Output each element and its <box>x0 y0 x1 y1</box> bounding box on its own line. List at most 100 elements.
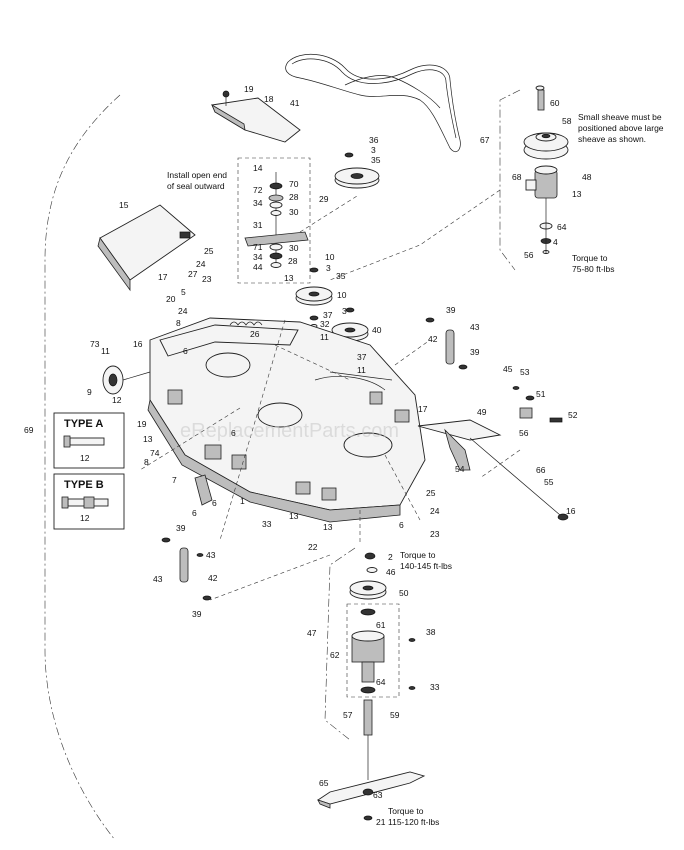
callout: 16 <box>133 339 143 349</box>
torque3-line2: 115-120 ft-lbs <box>388 817 439 827</box>
callout: 56 <box>519 428 529 438</box>
callout: 13 <box>284 273 294 283</box>
spindle-stack-box <box>237 157 311 284</box>
callout: 13 <box>323 522 333 532</box>
callout: 65 <box>319 778 329 788</box>
upper-pulley-35 <box>334 152 380 189</box>
callout: 63 <box>373 790 383 800</box>
callout: 70 <box>289 179 299 189</box>
callout: 39 <box>176 523 186 533</box>
callout: 49 <box>477 407 487 417</box>
callout: 64 <box>557 222 567 232</box>
callout: 58 <box>562 116 572 126</box>
callout: 37 <box>357 352 367 362</box>
callout: 11 <box>101 346 110 356</box>
callout: 21 <box>376 817 386 827</box>
callout: 41 <box>290 98 300 108</box>
drive-belt <box>285 53 461 152</box>
callout: 50 <box>399 588 409 598</box>
callout: 6 <box>212 498 217 508</box>
callout: 11 <box>357 365 366 375</box>
torque1-line2: 75-80 ft-lbs <box>572 264 615 274</box>
callout: 33 <box>430 682 440 692</box>
callout: 28 <box>288 256 298 266</box>
callout: 42 <box>208 573 218 583</box>
callout: 28 <box>289 192 299 202</box>
callout: 6 <box>231 428 236 438</box>
callout: 35 <box>336 271 346 281</box>
callout: 30 <box>289 207 299 217</box>
callout: 43 <box>206 550 216 560</box>
callouts: 19 18 41 60 58 67 36 3 35 14 70 72 28 34… <box>24 84 592 827</box>
callout: 22 <box>308 542 318 552</box>
callout: 48 <box>582 172 592 182</box>
callout: 52 <box>568 410 578 420</box>
front-roller <box>102 365 151 395</box>
callout: 74 <box>150 448 160 458</box>
callout: 13 <box>572 189 582 199</box>
lower-spindle-boundary <box>324 547 356 741</box>
callout: 71 <box>253 242 263 252</box>
callout: 45 <box>503 364 513 374</box>
left-lift-chain <box>161 537 212 601</box>
mower-blade <box>316 771 426 821</box>
callout: 13 <box>143 434 153 444</box>
callout: 8 <box>144 457 149 467</box>
sheave-note-line3: sheave as shown. <box>578 134 646 144</box>
callout: 20 <box>166 294 176 304</box>
callout: 24 <box>196 259 206 269</box>
torque3-line1: Torque to <box>388 806 424 816</box>
type-a-label: TYPE A <box>64 418 103 430</box>
belt-shield <box>211 90 301 143</box>
callout: 43 <box>470 322 480 332</box>
callout: 61 <box>376 620 386 630</box>
callout: 19 <box>244 84 254 94</box>
callout: 6 <box>399 520 404 530</box>
callout: 6 <box>192 508 197 518</box>
deck-housing <box>147 317 426 523</box>
sheave-note-line2: positioned above large <box>578 123 664 133</box>
callout: 15 <box>119 200 129 210</box>
callout: 34 <box>253 252 263 262</box>
callout: 10 <box>325 252 335 262</box>
callout: 67 <box>480 135 490 145</box>
callout: 31 <box>253 220 263 230</box>
callout: 2 <box>388 552 393 562</box>
callout: 40 <box>372 325 382 335</box>
callout: 64 <box>376 677 386 687</box>
callout: 39 <box>470 347 480 357</box>
torque2-line2: 140-145 ft-lbs <box>400 561 452 571</box>
callout: 23 <box>430 529 440 539</box>
spindle-stack <box>244 172 309 268</box>
callout: 54 <box>455 464 465 474</box>
callout: 38 <box>426 627 436 637</box>
callout: 16 <box>566 506 576 516</box>
callout: 37 <box>323 310 333 320</box>
callout: 72 <box>253 185 263 195</box>
callout: 44 <box>253 262 263 272</box>
callout: 17 <box>418 404 428 414</box>
callout: 39 <box>192 609 202 619</box>
callout: 27 <box>188 269 198 279</box>
callout: 68 <box>512 172 522 182</box>
callout: 6 <box>183 346 188 356</box>
callout: 60 <box>550 98 560 108</box>
callout: 30 <box>289 243 299 253</box>
leader-lines <box>139 189 521 601</box>
lower-spindle-box <box>346 603 400 698</box>
callout: 43 <box>153 574 163 584</box>
callout: 24 <box>178 306 188 316</box>
callout: 33 <box>262 519 272 529</box>
callout: 32 <box>320 319 330 329</box>
left-belt-cover <box>97 204 196 292</box>
callout: 17 <box>158 272 168 282</box>
callout: 34 <box>253 198 263 208</box>
callout: 25 <box>204 246 214 256</box>
callout: 19 <box>137 419 147 429</box>
lower-spindle-assembly <box>349 552 416 780</box>
callout: 23 <box>202 274 212 284</box>
watermark: eReplacementParts.com <box>180 420 399 442</box>
spring <box>229 321 263 326</box>
callout: 4 <box>553 237 558 247</box>
